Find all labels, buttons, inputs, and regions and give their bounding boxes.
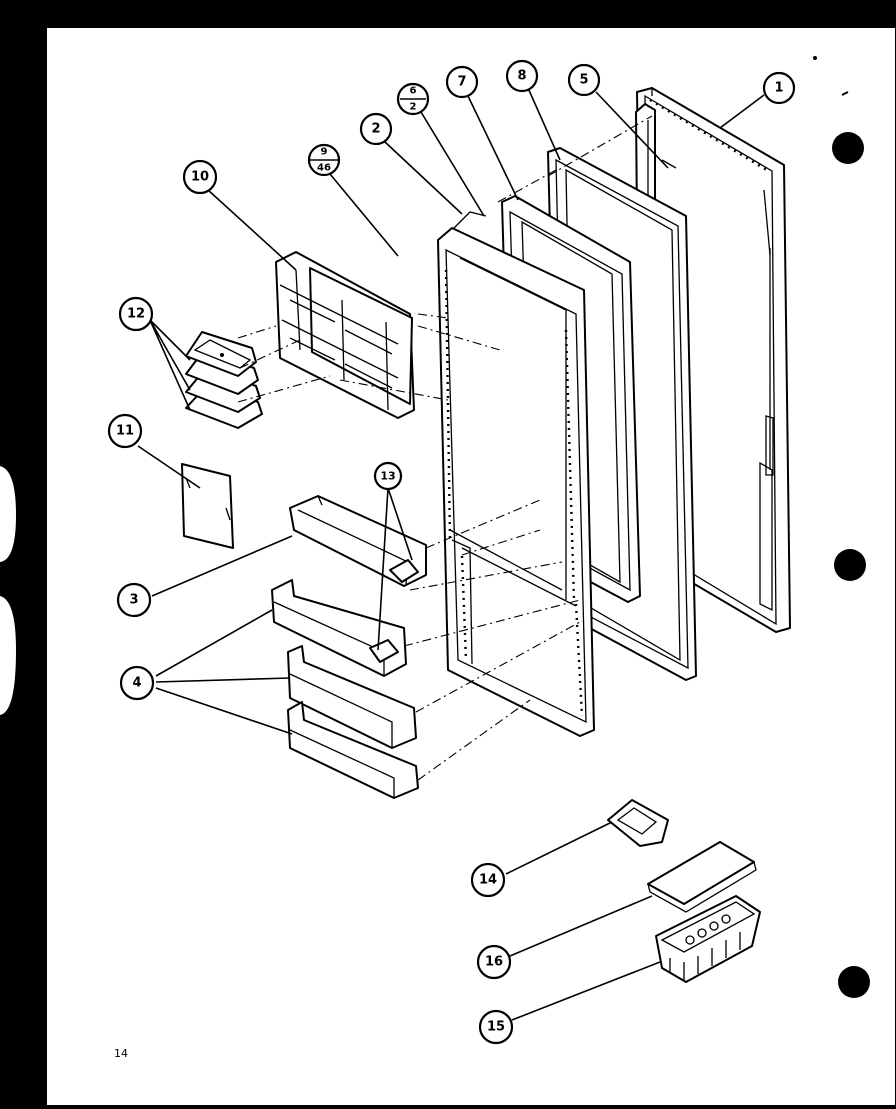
callout-13: 13 — [373, 461, 403, 491]
punch-mark-bottom — [838, 966, 870, 998]
punch-mark-top — [832, 132, 864, 164]
callout-10-label: 10 — [191, 170, 209, 185]
inner-door-liner — [437, 211, 595, 737]
callout-10: 10 — [182, 159, 218, 195]
ice-tray-small — [607, 799, 669, 847]
ice-bucket — [655, 895, 761, 983]
callout-4-label: 4 — [132, 676, 141, 691]
callout-4: 4 — [119, 665, 155, 701]
callout-8: 8 — [505, 59, 539, 93]
door-bin-3 — [287, 701, 419, 799]
callout-1-label: 1 — [774, 81, 783, 96]
callout-9-bottom: 46 — [317, 163, 331, 174]
callout-6-top: 6 — [410, 86, 417, 97]
callout-15-label: 15 — [487, 1020, 505, 1035]
callout-9-top: 9 — [321, 147, 328, 158]
page-number: 14 — [114, 1047, 128, 1060]
dairy-shelf-frame — [275, 251, 415, 419]
callout-15: 15 — [478, 1009, 514, 1045]
callout-14: 14 — [470, 862, 506, 898]
callout-6-over-2: 6 2 — [396, 82, 430, 116]
callout-11: 11 — [107, 413, 143, 449]
door-bin-2 — [287, 645, 417, 749]
punch-mark-middle — [834, 549, 866, 581]
callout-16-label: 16 — [485, 955, 503, 970]
assembly-lines — [237, 115, 653, 781]
door-bin-upper — [289, 495, 427, 587]
callout-12-label: 12 — [127, 307, 145, 322]
callout-9-over-46: 9 46 — [307, 143, 341, 177]
callout-7-label: 7 — [457, 75, 466, 90]
binder-hole-top — [0, 466, 16, 562]
callout-7: 7 — [445, 65, 479, 99]
binder-hole-bottom — [0, 596, 16, 715]
callout-14-label: 14 — [479, 873, 497, 888]
ice-bin-cover — [647, 841, 757, 913]
callout-11-label: 11 — [116, 424, 134, 439]
callout-5-label: 5 — [579, 73, 588, 88]
callout-2-label: 2 — [371, 122, 380, 137]
cover-panel — [181, 463, 234, 549]
callout-6-bottom: 2 — [410, 102, 417, 113]
callout-5: 5 — [567, 63, 601, 97]
callout-8-label: 8 — [517, 69, 526, 84]
callout-2: 2 — [359, 112, 393, 146]
callout-12: 12 — [118, 296, 154, 332]
callout-13-label: 13 — [380, 470, 395, 483]
callout-3-label: 3 — [129, 593, 138, 608]
leader-lines — [137, 87, 765, 1021]
callout-3: 3 — [116, 582, 152, 618]
speck — [813, 56, 817, 60]
callout-1: 1 — [762, 71, 796, 105]
speck-2 — [841, 91, 849, 96]
callout-16: 16 — [476, 944, 512, 980]
